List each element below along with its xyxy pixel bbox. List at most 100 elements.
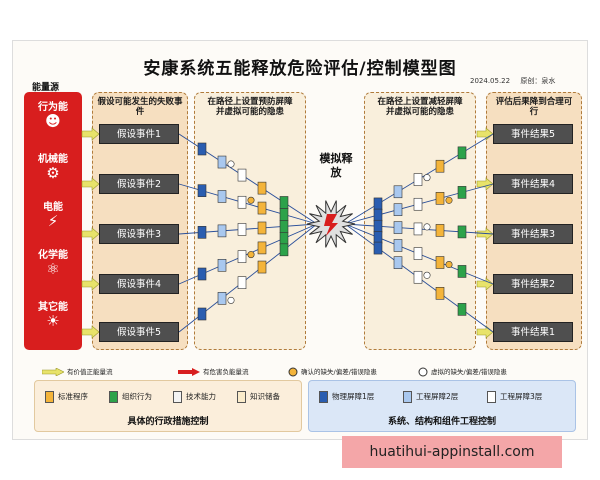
energy-source-column: 行为能 ☻ 机械能 ⚙ 电能 ⚡ 化学能 ⚛ 其它能 ☀: [24, 92, 82, 350]
positive-flow-arrow: [81, 127, 100, 141]
events-panel-header: 假设可能发生的失败事件: [97, 97, 183, 117]
worker-icon: ☻: [45, 112, 61, 130]
barrier-block: [457, 265, 467, 278]
legend-positive-flow: 有价值正能量流: [42, 366, 113, 376]
sun-icon: ☀: [46, 312, 60, 330]
release-bolt: [324, 214, 338, 236]
confirmed-hazard-marker: [445, 196, 453, 204]
barrier-block: [257, 201, 267, 215]
event-box-1: 假设事件1: [99, 124, 179, 144]
barrier-block: [373, 241, 383, 255]
result-box-1: 事件结果1: [493, 322, 573, 342]
barrier-block: [197, 226, 207, 239]
barrier-block: [435, 224, 445, 237]
virtual-hazard-marker: [227, 296, 235, 304]
barrier-block: [435, 256, 445, 269]
barrier-block: [393, 203, 403, 216]
event-box-3: 假设事件3: [99, 224, 179, 244]
barrier-block: [217, 190, 227, 203]
barrier-block: [457, 303, 467, 316]
prevention-panel-header: 在路径上设置预防屏障并虚拟可能的隐患: [207, 97, 293, 117]
admin-knowledge: 知识储备: [237, 391, 280, 403]
result-box-3: 事件结果3: [493, 224, 573, 244]
barrier-block: [435, 287, 445, 300]
barrier-block: [373, 231, 383, 244]
barrier-block: [257, 241, 267, 255]
confirmed-hazard-marker: [247, 251, 255, 259]
confirmed-hazard-icon: [288, 367, 298, 377]
mitigation-panel-header: 在路径上设置减轻屏障并虚拟可能的隐患: [377, 97, 463, 117]
mitigation-barrier-panel: 在路径上设置减轻屏障并虚拟可能的隐患: [364, 92, 476, 350]
barrier-block: [197, 267, 207, 281]
barrier-block: [373, 208, 383, 222]
legend-confirmed-hazard: 确认的缺失/偏差/错误隐患: [288, 366, 377, 377]
event-box-4: 假设事件4: [99, 274, 179, 294]
yellow-arrow-icon: [42, 368, 64, 376]
energy-source-behavior: 行为能 ☻: [24, 98, 82, 129]
barrier-block: [413, 270, 423, 284]
barrier-block: [279, 220, 289, 233]
barrier-block: [413, 197, 423, 211]
barrier-block: [279, 208, 289, 221]
page-title: 安康系统五能释放危险评估/控制模型图: [143, 59, 457, 79]
energy-source-name: 化学能: [38, 250, 68, 261]
chemical-flask-icon: ⚛: [46, 260, 60, 278]
energy-source-name: 行为能: [38, 102, 68, 113]
meta-date: 2024.05.22: [470, 77, 511, 85]
barrier-block: [373, 197, 383, 211]
virtual-hazard-icon: [418, 367, 428, 377]
barrier-block: [257, 221, 267, 235]
eng-physical-barrier: 物理屏障1层: [319, 391, 374, 403]
barrier-block: [237, 250, 247, 263]
lightning-icon: ⚡: [47, 212, 59, 230]
legend-virtual-hazard: 虚拟的缺失/偏差/错误隐患: [418, 366, 507, 377]
barrier-block: [279, 232, 289, 245]
barrier-block: [237, 223, 247, 236]
result-box-4: 事件结果4: [493, 174, 573, 194]
positive-flow-arrow: [476, 127, 494, 141]
result-box-5: 事件结果5: [493, 124, 573, 144]
barrier-block: [413, 247, 423, 260]
barrier-block: [257, 260, 267, 274]
barrier-block: [435, 159, 445, 173]
event-box-5: 假设事件5: [99, 322, 179, 342]
positive-flow-arrow: [476, 277, 494, 291]
positive-flow-arrow: [476, 325, 494, 339]
meta-author: 原创：泉水: [520, 77, 556, 85]
barrier-block: [217, 155, 227, 169]
legend-negative-flow: 有危害负能量流: [178, 366, 249, 376]
barrier-block: [457, 225, 467, 239]
admin-standard-procedure: 标准程序: [45, 391, 88, 403]
energy-source-name: 机械能: [38, 154, 68, 165]
energy-source-name: 电能: [43, 202, 63, 213]
energy-source-chemical: 化学能 ⚛: [24, 246, 82, 277]
barrier-block: [457, 186, 467, 199]
barrier-block: [217, 224, 227, 238]
virtual-hazard-marker: [423, 174, 431, 182]
gear-icon: ⚙: [46, 164, 60, 182]
barrier-block: [197, 307, 207, 321]
barrier-block: [457, 146, 467, 160]
eng-barrier-3: 工程屏障3层: [487, 391, 542, 403]
positive-flow-arrow: [81, 177, 100, 191]
barrier-block: [435, 192, 445, 205]
positive-flow-arrow: [81, 227, 100, 241]
barrier-block: [413, 173, 423, 186]
energy-source-other: 其它能 ☀: [24, 298, 82, 329]
barrier-block: [279, 243, 289, 257]
barrier-block: [237, 276, 247, 289]
confirmed-hazard-marker: [445, 261, 453, 269]
admin-org-behavior: 组织行为: [109, 391, 152, 403]
simulated-release-label: 模拟释放: [319, 152, 353, 179]
confirmed-hazard-marker: [247, 196, 255, 204]
barrier-block: [217, 292, 227, 305]
legend: 有价值正能量流 有危害负能量流 确认的缺失/偏差/错误隐患 虚拟的缺失/偏差/错…: [30, 366, 580, 380]
barrier-block: [393, 221, 403, 234]
meta-info: 2024.05.22 原创：泉水: [470, 76, 563, 86]
energy-source-mechanical: 机械能 ⚙: [24, 150, 82, 181]
virtual-hazard-marker: [423, 271, 431, 279]
barrier-block: [217, 259, 227, 272]
barrier-block: [257, 181, 267, 195]
barrier-block: [279, 196, 289, 209]
